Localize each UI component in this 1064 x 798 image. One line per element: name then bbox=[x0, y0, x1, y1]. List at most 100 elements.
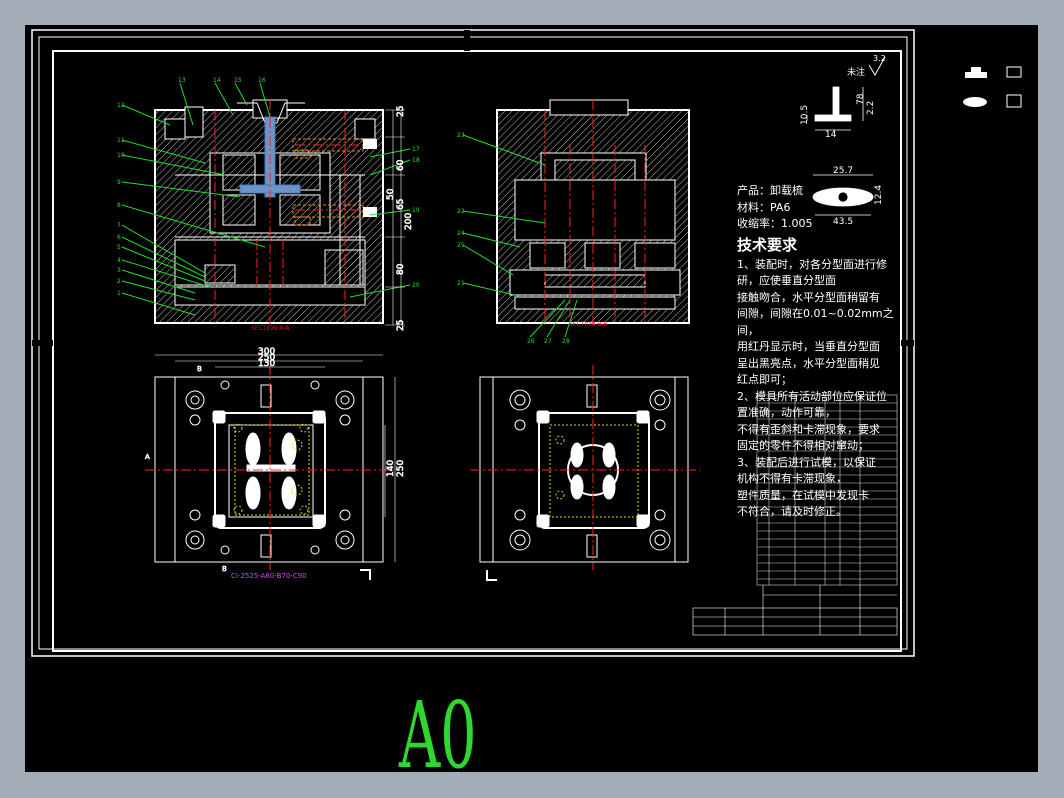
tech-requirement-line: 接触吻合，水平分型面稍留有 bbox=[737, 290, 880, 304]
dim-side-5: 200 bbox=[404, 213, 414, 230]
callout-right: 17 bbox=[412, 146, 420, 153]
plan-left-centerlines bbox=[145, 365, 395, 570]
dim-plan-height-1: 140 bbox=[386, 460, 396, 477]
part-product: 产品：卸载梳 bbox=[737, 184, 803, 197]
plan-right-cavity bbox=[536, 410, 650, 528]
callout-b: 23 bbox=[457, 132, 465, 139]
dim-plan-height-2: 250 bbox=[396, 460, 406, 477]
tech-requirements: 产品：卸载梳 材料：PA6 收缩率：1.005 技术要求 1、装配时，对各分型面… bbox=[737, 183, 894, 521]
title-block bbox=[692, 585, 898, 636]
section-b-caption: SECTION B-B bbox=[569, 321, 608, 328]
tech-requirement-line: 间， bbox=[737, 323, 759, 337]
dim-side-3: 50 bbox=[386, 188, 396, 200]
callout-left: 12 bbox=[117, 102, 125, 109]
plan-left-dimensions: 300 250 130 140 250 B A B bbox=[145, 347, 407, 574]
tech-requirement-line: 呈出黑亮点，水平分型面稍见 bbox=[737, 356, 880, 370]
section-b-centerlines bbox=[544, 100, 646, 325]
callout-left: 11 bbox=[117, 137, 125, 144]
bom-table bbox=[756, 394, 898, 586]
tech-requirement-line: 间隙，间隙在0.01~0.02mm之 bbox=[737, 307, 894, 320]
dim-plan-width-3: 130 bbox=[258, 359, 275, 369]
section-b-leaders bbox=[462, 134, 578, 338]
svg-text:A: A bbox=[145, 453, 150, 461]
callout-b: 22 bbox=[457, 208, 465, 215]
dim-part-1: 78 bbox=[856, 93, 866, 105]
dim-part-3: 2.2 bbox=[866, 101, 876, 115]
dim-part-4: 14 bbox=[825, 130, 837, 140]
note-label: 未注 bbox=[847, 68, 866, 78]
section-a-dimensions: 25 60 50 65 200 80 25 bbox=[385, 105, 414, 331]
dim-part-2: 10.5 bbox=[800, 105, 810, 125]
callout-left: 9 bbox=[117, 179, 121, 186]
drawing-viewport[interactable]: 13 14 15 16 12 11 10 9 8 7 6 5 4 3 2 1 1… bbox=[25, 25, 1038, 772]
sheet-size-label: A0 bbox=[399, 682, 477, 773]
tech-requirement-line: 机构不得有卡滞现象， bbox=[737, 472, 847, 485]
tech-requirement-line: 研，应使垂直分型面 bbox=[737, 274, 836, 287]
callout-left: 14 bbox=[213, 77, 221, 84]
bom-rows bbox=[757, 402, 897, 580]
dim-side-2: 60 bbox=[396, 159, 406, 171]
tech-requirement-line: 塑件质量，在试模中发现卡 bbox=[737, 488, 869, 502]
part-shrinkage: 收缩率：1.005 bbox=[737, 217, 813, 230]
callout-right: 18 bbox=[412, 157, 420, 164]
callout-b: 27 bbox=[544, 338, 552, 345]
callout-b: 25 bbox=[457, 242, 465, 249]
tech-requirement-line: 用红丹显示时，当垂直分型面 bbox=[737, 340, 880, 353]
callout-b: 26 bbox=[527, 338, 535, 345]
section-a-leaders bbox=[121, 82, 411, 316]
part-material: 材料：PA6 bbox=[737, 200, 791, 214]
callout-left: 4 bbox=[117, 257, 121, 264]
callout-left: 1 bbox=[117, 290, 121, 297]
section-b-callout-text: 23 22 24 25 21 26 27 28 bbox=[457, 132, 570, 345]
tech-requirement-line: 红点即可； bbox=[737, 373, 792, 386]
plan-right-yellow bbox=[549, 424, 639, 518]
callout-left: 7 bbox=[117, 222, 121, 229]
roughness-symbol bbox=[868, 56, 886, 76]
callout-left: 5 bbox=[117, 244, 121, 251]
callout-right: 19 bbox=[412, 207, 420, 214]
tech-requirement-line: 2、模具所有活动部位应保证位 bbox=[737, 389, 887, 403]
water-fittings bbox=[363, 139, 377, 217]
dim-part-7: 43.5 bbox=[833, 217, 853, 227]
tech-requirements-lines: 1、装配时，对各分型面进行修研，应使垂直分型面接触吻合，水平分型面稍留有间隙，间… bbox=[737, 257, 894, 521]
tech-requirements-title: 技术要求 bbox=[737, 235, 798, 254]
callout-left: 6 bbox=[117, 234, 121, 241]
dim-side-7: 25 bbox=[396, 320, 406, 331]
dim-side-4: 65 bbox=[396, 199, 406, 210]
dim-plan-width-1: 300 bbox=[258, 347, 275, 357]
section-a-callout-text: 13 14 15 16 12 11 10 9 8 7 6 5 4 3 2 1 1… bbox=[117, 77, 420, 297]
plan-right-centerlines bbox=[470, 365, 700, 570]
dim-side-6: 80 bbox=[396, 263, 406, 275]
sheet-frame bbox=[31, 29, 915, 657]
callout-b: 21 bbox=[457, 280, 465, 287]
callout-b: 24 bbox=[457, 230, 465, 237]
tool-preview-icon-2 bbox=[963, 94, 1022, 108]
tech-requirement-line: 3、装配后进行试模，以保证 bbox=[737, 455, 876, 469]
corner-mark-left bbox=[360, 569, 371, 580]
callout-left: 15 bbox=[234, 77, 242, 84]
callout-left: 13 bbox=[178, 77, 186, 84]
section-a-centerlines bbox=[214, 100, 370, 325]
callout-left: 2 bbox=[117, 278, 121, 285]
cad-drawing[interactable]: 13 14 15 16 12 11 10 9 8 7 6 5 4 3 2 1 1… bbox=[25, 25, 1038, 772]
dim-part-5: 25.7 bbox=[833, 166, 853, 176]
roughness-value: 3.2 bbox=[873, 54, 886, 63]
corner-mark-right bbox=[486, 570, 497, 581]
dim-plan-width-2: 250 bbox=[258, 353, 275, 363]
tech-requirement-line: 不符合，请及时修正。 bbox=[737, 505, 847, 518]
callout-left: 3 bbox=[117, 267, 121, 274]
plan-left-cavity bbox=[212, 410, 326, 528]
callout-left: 8 bbox=[117, 202, 121, 209]
tool-preview-icon-1 bbox=[965, 66, 1022, 78]
callout-left: 16 bbox=[258, 77, 266, 84]
tech-requirement-line: 固定的零件不得相对窜动； bbox=[737, 439, 869, 452]
tech-requirement-line: 不得有歪斜和卡滞现象，要求 bbox=[737, 422, 880, 436]
callout-b: 28 bbox=[562, 338, 570, 345]
svg-text:B: B bbox=[222, 565, 227, 573]
dim-part-6: 12.4 bbox=[874, 185, 884, 205]
svg-text:B: B bbox=[197, 365, 202, 373]
tech-requirement-line: 1、装配时，对各分型面进行修 bbox=[737, 257, 887, 271]
dim-side-1: 25 bbox=[396, 106, 406, 117]
part-detail: 78 10.5 2.2 14 25.7 12.4 43.5 bbox=[800, 86, 884, 227]
tech-requirement-line: 置准确，动作可靠， bbox=[737, 406, 836, 419]
